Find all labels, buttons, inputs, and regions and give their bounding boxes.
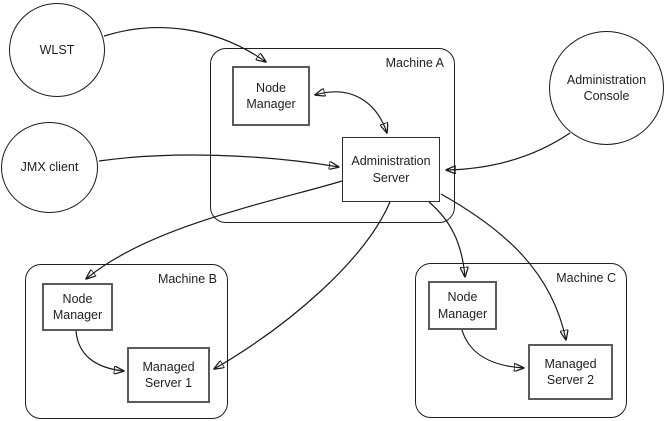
managed-server-1-label: Managed Server 1 [142,359,195,390]
jmx-client-node: JMX client [1,122,98,213]
jmx-client-label: JMX client [20,160,79,175]
wlst-label: WLST [39,42,75,57]
managed-server-1-box: Managed Server 1 [127,347,210,403]
machine-b-label: Machine B [157,272,217,286]
wlst-node: WLST [9,3,105,97]
arrow-admin-server-to-managed-server-1 [214,201,391,369]
machine-a-label: Machine A [385,56,444,70]
node-manager-b-label: Node Manager [52,291,103,322]
admin-console-label: Administration Console [566,72,647,103]
node-manager-a-label: Node Manager [246,80,296,111]
arrow-admin-console-to-admin-server [446,132,571,170]
node-manager-c-label: Node Manager [437,290,488,321]
admin-server-box: Administration Server [342,137,440,202]
managed-server-2-label: Managed Server 2 [544,356,597,387]
node-manager-b-box: Node Manager [42,283,113,331]
machine-c-label: Machine C [556,271,616,285]
managed-server-2-box: Managed Server 2 [528,344,613,400]
admin-console-node: Administration Console [549,31,664,145]
node-manager-c-box: Node Manager [428,281,497,330]
admin-server-label: Administration Server [351,154,431,185]
node-manager-a-box: Node Manager [232,66,310,126]
